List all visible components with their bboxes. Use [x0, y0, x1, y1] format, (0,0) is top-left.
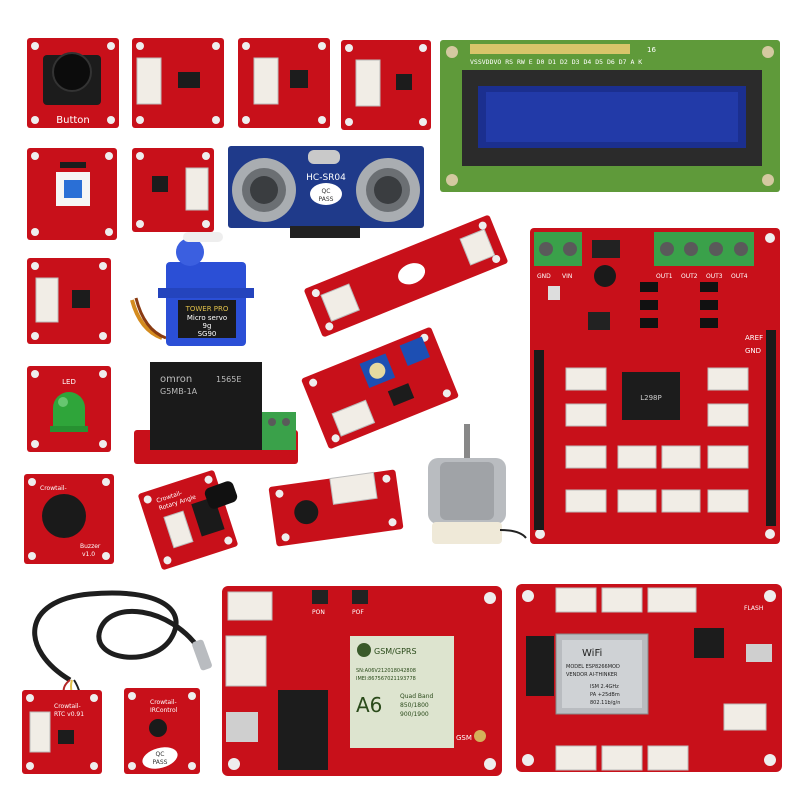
lcd-pin-header: VSSVDDVO RS RW E D0 D1 D2 D3 D4 D5 D6 D7…	[470, 58, 642, 66]
wifi-ism-label: ISM 2.4GHz	[590, 684, 619, 690]
sensor-module-2	[238, 38, 330, 128]
wifi-std-label: 802.11b/g/n	[590, 700, 620, 706]
buzzer-module: Crowtail- Buzzer v1.0	[24, 474, 114, 564]
gsm-model-label: A6	[356, 693, 382, 717]
gsm-band2-label: 850/1800	[400, 702, 429, 709]
buzzer-label: Buzzer	[80, 543, 101, 550]
lcd-pin16: 16	[647, 46, 656, 54]
tilted-sensor-board	[304, 215, 508, 337]
sonar-qc-label: QC	[322, 188, 331, 195]
led-module: LED	[27, 366, 111, 452]
i2c-module-2	[132, 148, 214, 232]
rtc-label: RTC v0.91	[54, 711, 84, 718]
touch-switch-module	[27, 148, 117, 240]
relay-code-label: 1565E	[216, 375, 241, 384]
i2c-module-3	[27, 258, 111, 344]
ir-pass-label: PASS	[153, 759, 168, 766]
servo-brand-label: TOWER PRO	[185, 305, 229, 313]
ir-qc-label: QC	[156, 751, 165, 758]
ir-receiver-module	[268, 469, 404, 547]
servo-model-label: SG90	[198, 330, 217, 338]
shield-out1-label: OUT1	[656, 273, 673, 280]
shield-out3-label: OUT3	[706, 273, 723, 280]
relay-model-label: G5MB-1A	[160, 387, 198, 396]
rtc-module: Crowtail- RTC v0.91	[22, 690, 102, 774]
gsm-band1-label: Quad Band	[400, 693, 434, 700]
gsm-sn-label: SN:A06V212018042808	[356, 668, 416, 674]
shield-vin-label: VIN	[562, 273, 572, 280]
gsm-band3-label: 900/1900	[400, 711, 429, 718]
sensor-module-3	[341, 40, 431, 130]
buzzer-version-label: v1.0	[82, 551, 95, 558]
lcd-1602-module: VSSVDDVO RS RW E D0 D1 D2 D3 D4 D5 D6 D7…	[440, 40, 780, 192]
ir-brand-label: Crowtail-	[150, 699, 177, 706]
i2c-module-1	[132, 38, 224, 128]
led-label: LED	[62, 378, 76, 386]
servo-sg90: TOWER PRO Micro servo 9g SG90	[130, 232, 254, 346]
temperature-probe	[32, 590, 212, 702]
wifi-model-label: MODEL ESP8266MOD	[566, 664, 620, 670]
gsm-title-label: GSM/GPRS	[374, 647, 417, 656]
shield-aref-label: AREF	[745, 334, 763, 342]
gsm-pon-label: PON	[312, 609, 325, 616]
wifi-pa-label: PA +25dBm	[590, 692, 620, 698]
relay-module: omron 1565E G5MB-1A	[134, 362, 298, 464]
ir-control-module: Crowtail- IRControl QC PASS	[124, 688, 200, 774]
rotary-knob	[204, 481, 238, 509]
gsm-pof-label: POF	[352, 609, 364, 616]
button-label: Button	[56, 115, 90, 126]
sonar-pass-label: PASS	[319, 196, 334, 203]
buzzer-brand-label: Crowtail-	[40, 485, 67, 492]
potentiometer-board	[301, 327, 459, 449]
wifi-flash-label: FLASH	[744, 605, 763, 612]
gsm-a6-board: PON POF GSM/GPRS SN:A06V212018042808 IME…	[222, 586, 502, 776]
dc-motor	[428, 424, 527, 544]
shield-out2-label: OUT2	[681, 273, 698, 280]
sonar-model-label: HC-SR04	[306, 173, 346, 183]
ir-label: IRControl	[150, 707, 178, 714]
gsm-side-label: GSM	[456, 734, 472, 742]
servo-type-label: Micro servo	[187, 314, 227, 322]
button-module: Button	[27, 38, 119, 128]
wifi-badge-label: WiFi	[582, 648, 602, 659]
shield-chip-label: L298P	[640, 394, 661, 402]
shield-out4-label: OUT4	[731, 273, 748, 280]
esp8266-wifi-board: WiFi MODEL ESP8266MOD VENDOR AI-THINKER …	[516, 584, 782, 772]
servo-num-label: 9g	[203, 322, 212, 330]
motor-driver-shield: GND VIN OUT1 OUT2 OUT3 OUT4 AREF GND L29…	[530, 228, 780, 544]
wifi-vendor-label: VENDOR AI-THINKER	[566, 672, 618, 678]
ultrasonic-sensor-hc-sr04: HC-SR04 QC PASS	[228, 146, 424, 238]
shield-gnd-label: GND	[537, 273, 551, 280]
shield-gnd2-label: GND	[745, 347, 761, 355]
rtc-brand-label: Crowtail-	[54, 703, 81, 710]
gsm-imei-label: IMEI:867567021193778	[356, 676, 416, 682]
relay-brand-label: omron	[160, 374, 192, 385]
